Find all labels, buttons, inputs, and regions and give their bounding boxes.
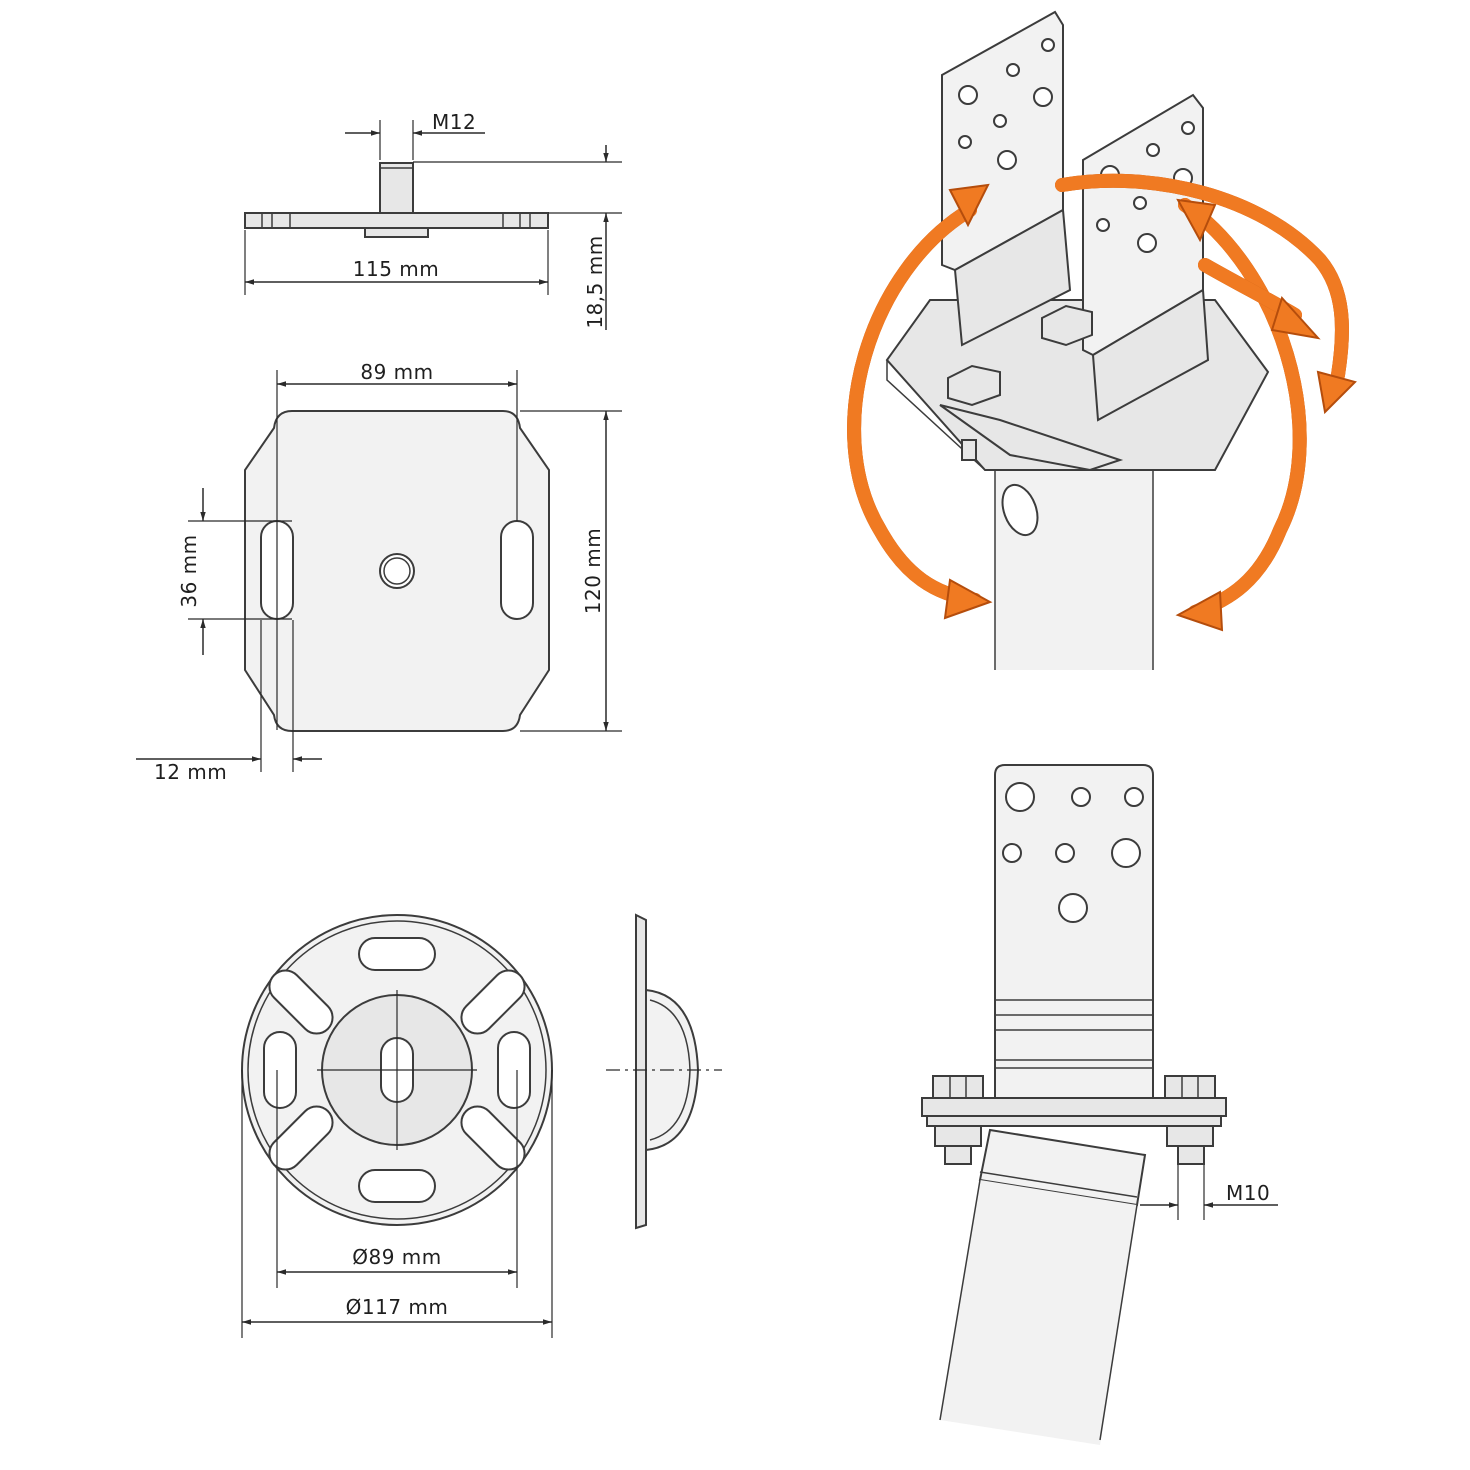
plate-side-view [244,162,549,238]
outer-diameter-label: Ø117 mm [346,1295,449,1319]
bolt-right [1041,304,1093,347]
slot-length-label: 36 mm [177,534,201,607]
bracket-isometric-view [885,10,1270,670]
width-side-label: 115 mm [353,257,440,281]
dimension-outer-diameter: Ø117 mm [241,1070,553,1338]
dimension-slot-spacing: 89 mm [276,360,518,730]
dimension-slot-width: 12 mm [136,620,322,784]
dimension-plate-length: 120 mm [520,410,622,732]
plate-top-view [244,410,550,732]
inner-diameter-label: Ø89 mm [352,1245,442,1269]
round-plate-side-view [606,913,722,1230]
bolt-left [947,364,1001,461]
rotation-arrows-icon [847,173,1357,632]
slot-spacing-label: 89 mm [360,360,433,384]
bracket-front-view [921,764,1227,1445]
slot-width-label: 12 mm [154,760,227,784]
thread-top-label: M12 [432,110,476,134]
height-side-label: 18,5 mm [583,235,607,328]
dimension-slot-length: 36 mm [177,488,292,655]
plate-length-label: 120 mm [581,528,605,615]
dimension-thread-bottom: M10 [1140,1165,1278,1220]
thread-bottom-label: M10 [1226,1181,1270,1205]
round-plate-front-view [241,914,553,1226]
dimension-width-side: 115 mm [244,230,549,295]
dimension-inner-diameter: Ø89 mm [276,1070,518,1288]
dimension-thread-top: M12 [345,110,485,160]
dimension-height-side: 18,5 mm [413,145,622,330]
